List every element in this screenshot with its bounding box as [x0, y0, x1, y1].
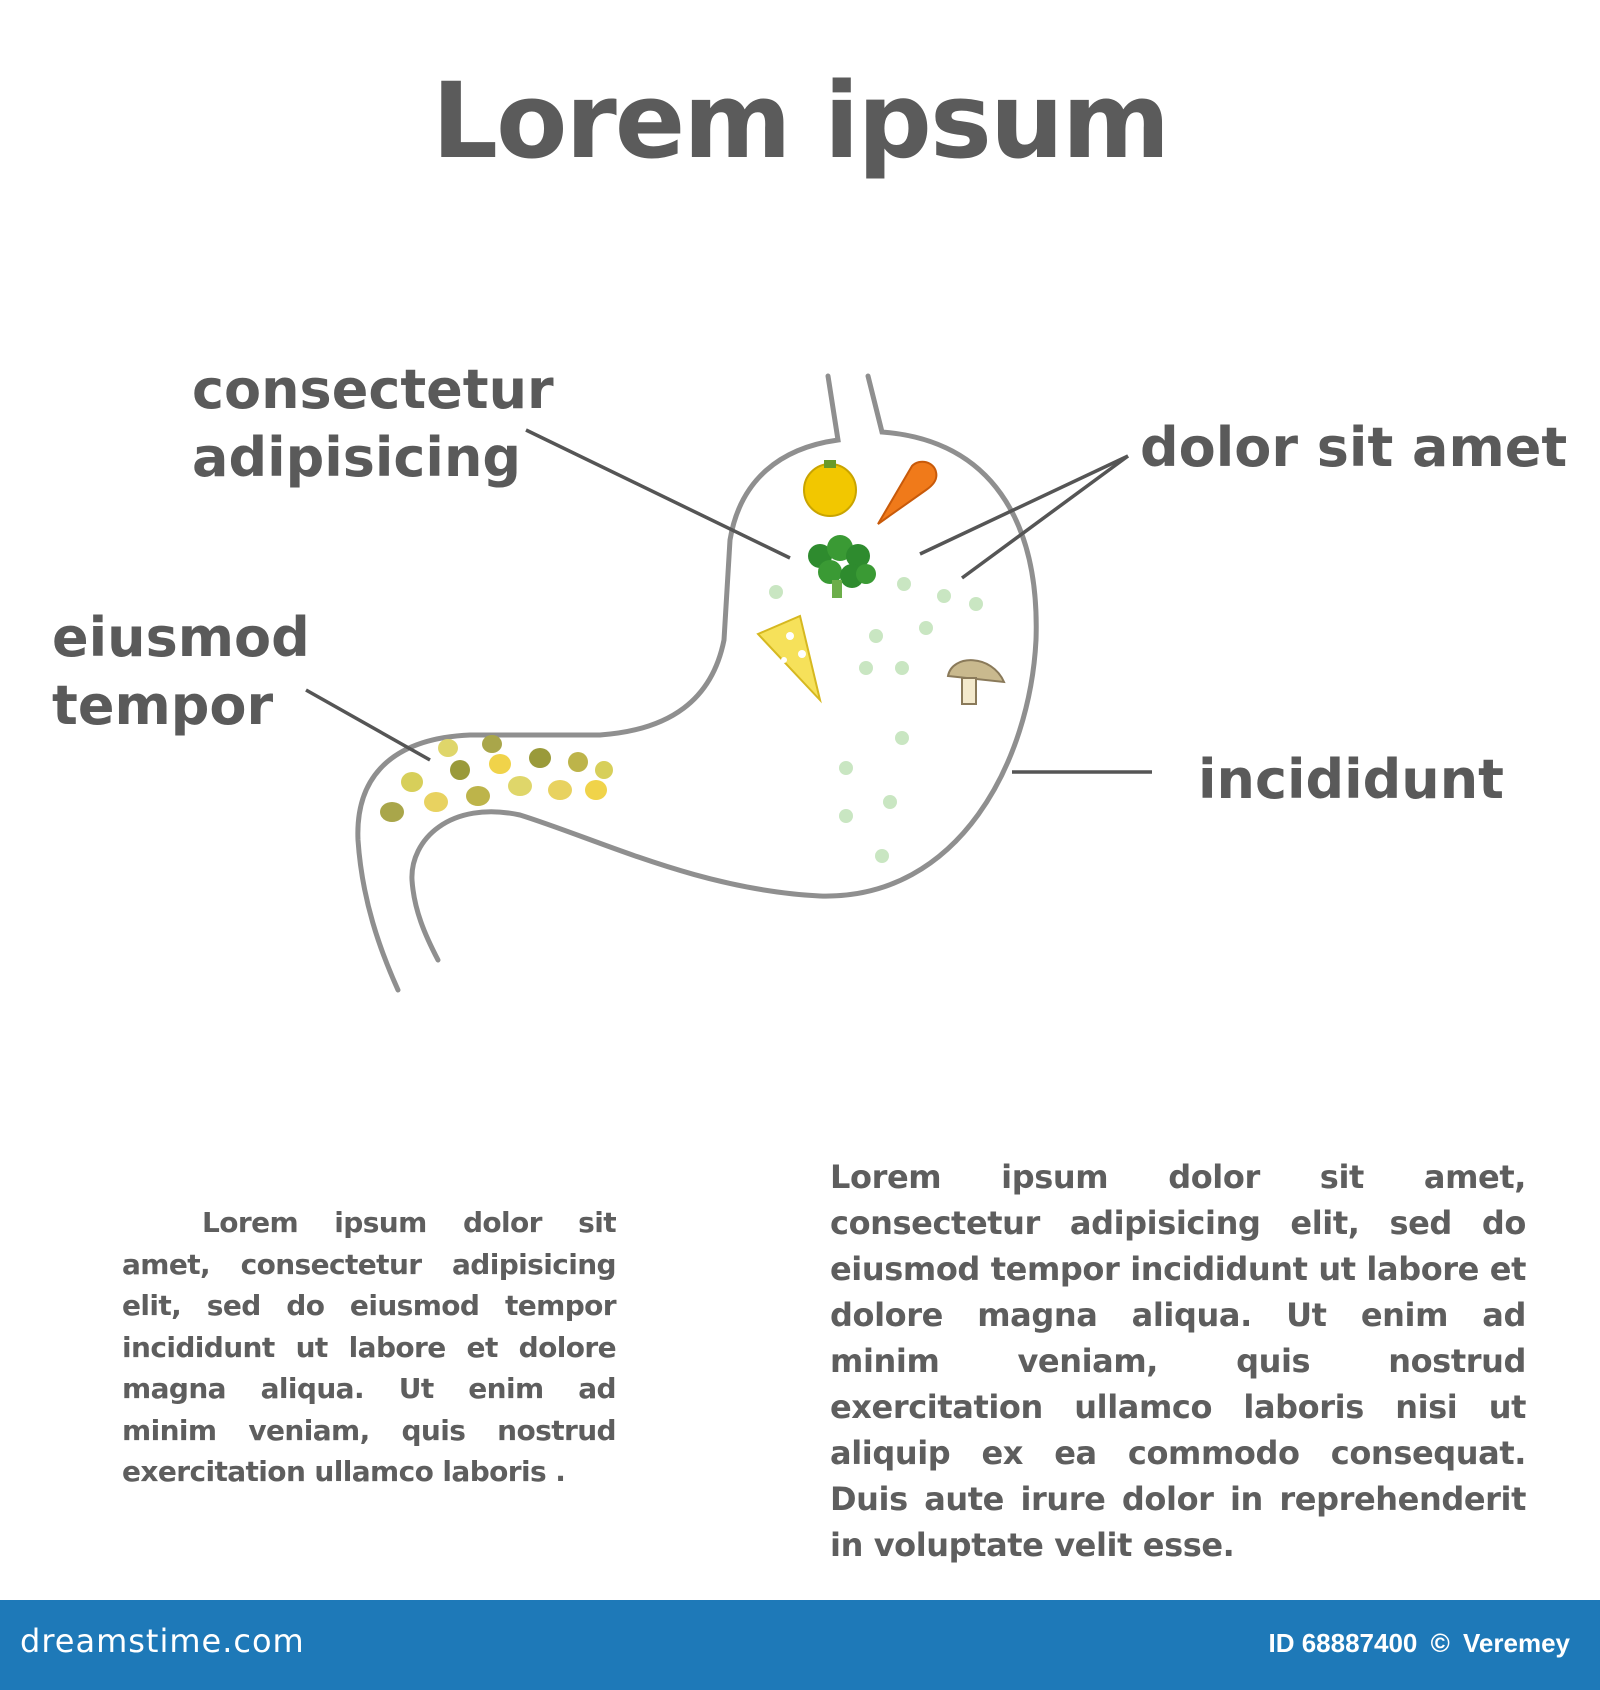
footer-credit: ID 68887400 © Veremey — [1262, 1628, 1570, 1659]
cheese-icon — [756, 614, 822, 704]
footer-logo[interactable]: dreamstime.com — [20, 1622, 305, 1660]
bubbles — [769, 577, 983, 863]
label-consectetur: consectetur adipisicing — [192, 356, 554, 492]
label-eiusmod-line1: eiusmod — [52, 606, 310, 669]
pointer-lines — [305, 428, 1152, 774]
label-eiusmod: eiusmod tempor — [52, 604, 310, 740]
footer-bar: dreamstime.com ID 68887400 © Veremey — [0, 1600, 1600, 1690]
stomach-diagram — [305, 373, 1152, 993]
image-id: ID 68887400 — [1268, 1628, 1418, 1658]
paragraph-right: Lorem ipsum dolor sit amet, consectetur … — [830, 1158, 1526, 1564]
chyme-mass — [380, 735, 613, 822]
paragraph-left: Lorem ipsum dolor sit amet, consectetur … — [122, 1206, 617, 1488]
stomach-outline — [355, 373, 841, 993]
label-eiusmod-line2: tempor — [52, 674, 274, 737]
copyright-icon: © — [1430, 1628, 1450, 1658]
label-consectetur-line1: consectetur — [192, 358, 554, 421]
label-consectetur-line2: adipisicing — [192, 426, 522, 489]
label-dolor-sit-amet: dolor sit amet — [1140, 416, 1568, 479]
carrot-icon — [877, 460, 938, 525]
author-name[interactable]: Veremey — [1463, 1628, 1570, 1658]
pepper-icon — [803, 460, 857, 517]
broccoli-icon — [808, 535, 876, 598]
mushroom-icon — [946, 659, 1006, 705]
label-incididunt: incididunt — [1198, 748, 1504, 811]
stomach-outline-outer — [409, 373, 1039, 963]
page-title: Lorem ipsum — [431, 60, 1171, 182]
